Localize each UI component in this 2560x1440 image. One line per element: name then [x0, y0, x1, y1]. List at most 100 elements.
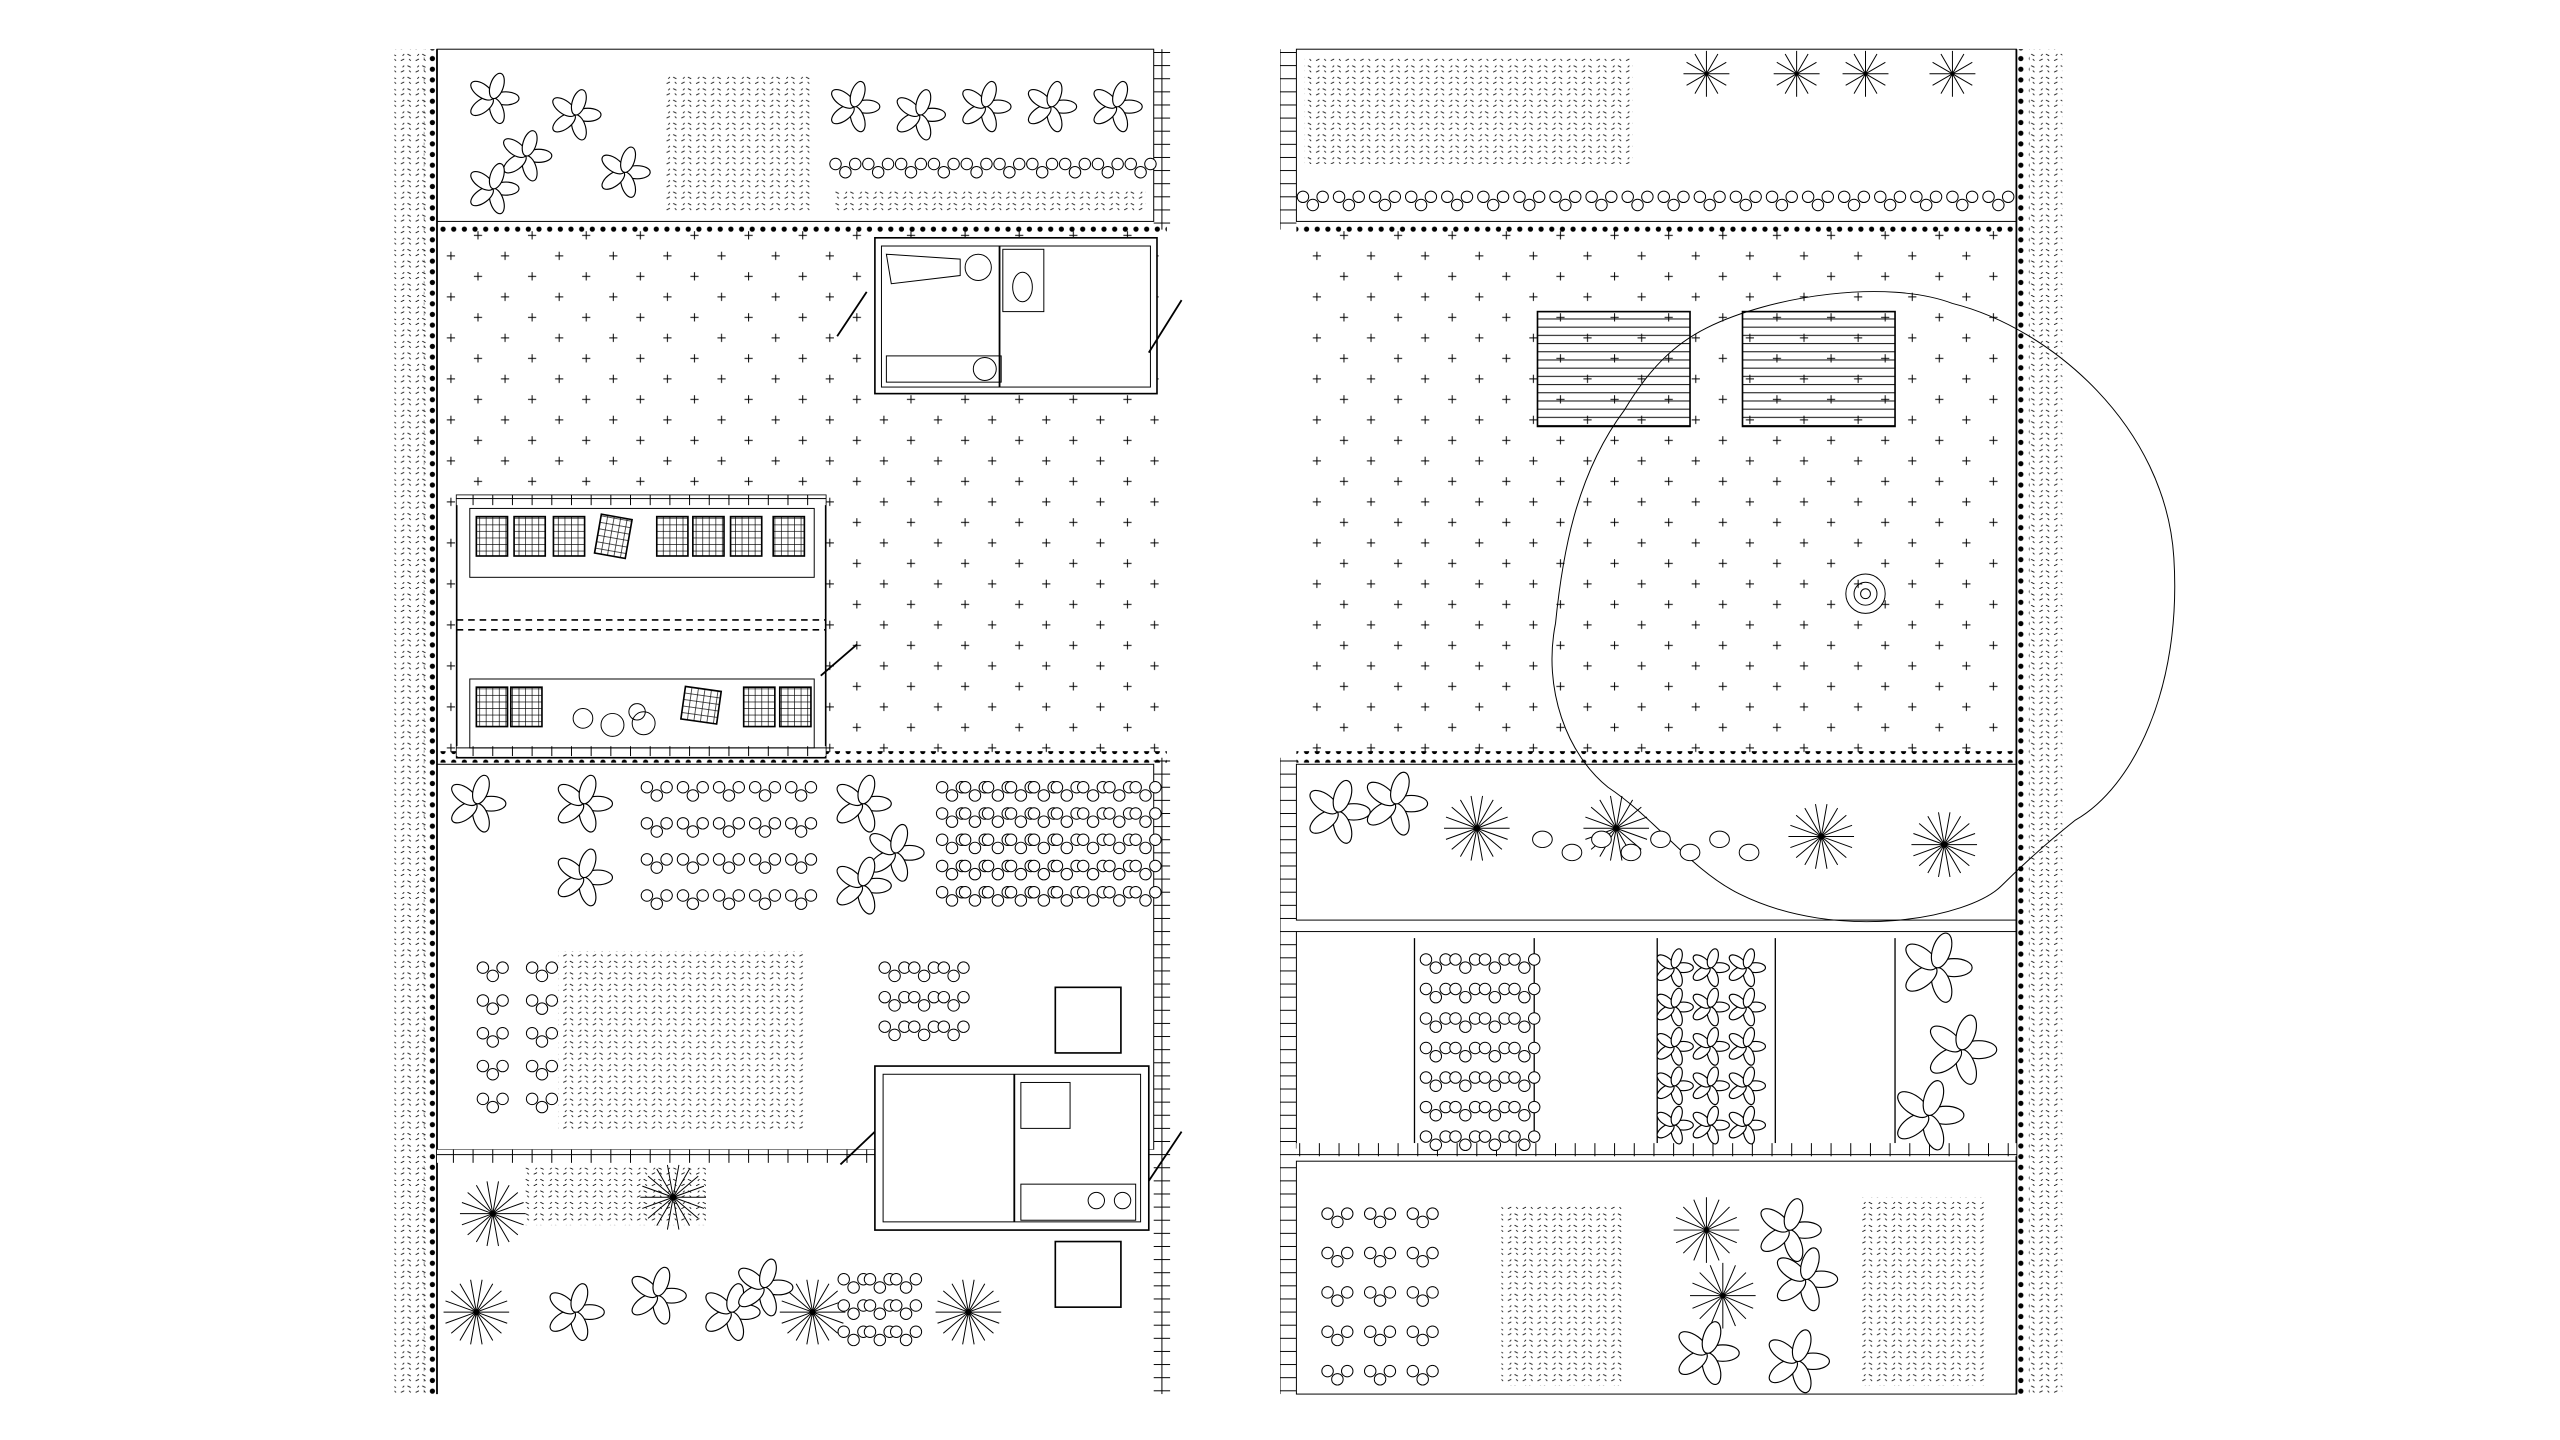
right-patio [1296, 229, 2017, 758]
flower-cluster-icon [1076, 833, 1110, 855]
sink-icon [1020, 1081, 1071, 1129]
flower-cluster-icon [676, 853, 709, 874]
flower-cluster-icon [1508, 982, 1541, 1004]
left-hedge [394, 49, 428, 1395]
flower-cluster-icon [525, 961, 559, 983]
flower-cluster-icon [1129, 885, 1162, 907]
flower-cluster-icon [1449, 1071, 1482, 1092]
flower-cluster-icon [1508, 1100, 1541, 1122]
right-plot [1280, 48, 2176, 1395]
seed-tray [509, 686, 543, 728]
stepping-stone [1709, 830, 1730, 849]
leafy-plant-icon [1905, 932, 1973, 1003]
flower-cluster-icon [1478, 1012, 1511, 1033]
right-patio-fence-bottom [1296, 751, 2017, 763]
top-garden-strip-right-beds [1304, 57, 1633, 165]
flower-cluster-icon [1124, 157, 1157, 179]
flower-cluster-icon [1406, 1364, 1439, 1386]
stepping-stone [1591, 830, 1612, 849]
leafy-plant-icon [1768, 1329, 1831, 1394]
flower-cluster-icon [1478, 1100, 1511, 1122]
leafy-plant-icon [1692, 948, 1730, 988]
leafy-plant-icon [557, 774, 614, 833]
leafy-plant-icon [1093, 80, 1143, 133]
top-garden-strip-right [1295, 48, 2017, 222]
toilet-cubicle [1002, 248, 1045, 313]
left-bottom-bed [525, 1167, 706, 1226]
flower-cluster-icon [785, 889, 818, 910]
flower-cluster-icon [1129, 833, 1162, 855]
flower-cluster-icon [1982, 190, 2015, 212]
stepping-stone [1738, 843, 1760, 862]
flower-cluster-icon [1296, 190, 1329, 212]
flower-cluster-icon [889, 1325, 923, 1347]
flower-cluster-icon [476, 1059, 509, 1081]
flower-cluster-icon [937, 990, 970, 1012]
flower-cluster-icon [1478, 1071, 1511, 1092]
flower-cluster-icon [1508, 1012, 1541, 1033]
flower-cluster-icon [1477, 190, 1510, 212]
spiky-plant-icon [1690, 1262, 1756, 1329]
flower-cluster-icon [1508, 1071, 1541, 1092]
flower-cluster-icon [1404, 190, 1438, 212]
seed-tray [593, 513, 634, 560]
flower-cluster-icon [1449, 1130, 1482, 1152]
stepping-stone [1561, 843, 1583, 862]
flower-cluster-icon [1004, 781, 1037, 802]
flower-cluster-icon [1449, 1100, 1482, 1122]
leafy-plant-icon [1692, 1105, 1730, 1145]
flower-cluster-icon [1091, 157, 1124, 179]
leafy-plant-icon [1656, 1066, 1694, 1106]
flower-cluster-icon [1478, 982, 1511, 1004]
leafy-plant-icon [1656, 1026, 1694, 1066]
leafy-plant-icon [1656, 1105, 1694, 1145]
flower-cluster-icon [785, 817, 818, 838]
tree-canopy-outline [1551, 291, 2176, 923]
leafy-plant-icon [1728, 948, 1767, 988]
flower-cluster-icon [640, 853, 673, 874]
leafy-plant-icon [836, 774, 892, 833]
flower-cluster-icon [894, 157, 928, 179]
flower-cluster-icon [1419, 1071, 1452, 1092]
flower-cluster-icon [1058, 157, 1092, 179]
leafy-plant-icon [1728, 987, 1767, 1027]
lawn-mower-icon [964, 253, 992, 281]
spiky-plant-icon [1683, 50, 1730, 97]
leafy-plant-icon [470, 72, 520, 125]
flower-cluster-icon [640, 781, 673, 802]
leafy-plant-icon [738, 1258, 794, 1317]
workbench [885, 355, 1002, 383]
flower-cluster-icon [1419, 1041, 1452, 1063]
flower-cluster-icon [993, 157, 1026, 179]
flower-cluster-icon [712, 889, 746, 910]
right-hedge [2029, 49, 2063, 1395]
flower-cluster-icon [476, 961, 509, 983]
flower-cluster-icon [1478, 1130, 1511, 1152]
stepping-stone [1679, 843, 1701, 862]
seed-tray [742, 686, 776, 728]
flower-cluster-icon [829, 157, 862, 179]
spiky-plant-icon [779, 1279, 846, 1345]
flower-cluster-icon [785, 853, 818, 874]
leafy-plant-icon [1678, 1321, 1740, 1386]
spiky-plant-icon [1673, 1197, 1740, 1263]
flower-cluster-icon [676, 817, 709, 838]
leafy-plant-icon [1728, 1105, 1767, 1145]
flower-cluster-icon [1406, 1246, 1439, 1268]
flower-cluster-icon [640, 817, 673, 838]
right-brick-edge [1280, 49, 1297, 230]
flower-cluster-icon [1321, 1286, 1354, 1307]
flower-cluster-icon [878, 961, 911, 983]
leafy-plant-icon [451, 774, 507, 833]
right-fence-posts [2018, 49, 2030, 1395]
flower-cluster-icon [676, 889, 709, 910]
tool-shed [836, 236, 1183, 395]
leafy-plant-icon [1929, 1014, 1998, 1085]
flower-cluster-icon [748, 889, 782, 910]
leafy-plant-icon [1728, 1066, 1767, 1106]
flower-cluster-icon [525, 1059, 559, 1081]
plantings [443, 50, 2015, 1394]
flower-cluster-icon [712, 817, 746, 838]
seed-tray [655, 515, 689, 557]
right-lower-garden [1295, 1160, 2017, 1395]
